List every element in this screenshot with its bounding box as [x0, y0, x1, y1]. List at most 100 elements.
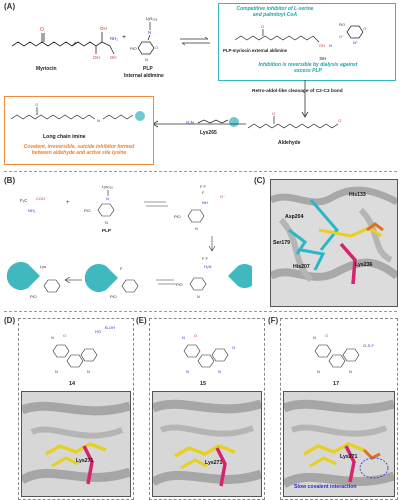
myriocin-structure: O OH OH NH₂ OH	[11, 26, 118, 60]
svg-text:NH₂: NH₂	[28, 208, 36, 213]
panel-d-box: N O HO B-OH N N 14 Lys271	[18, 318, 134, 500]
svg-text:O-S-F: O-S-F	[363, 343, 374, 348]
aldehyde-label: Aldehyde	[278, 140, 301, 146]
res-ser179: Ser179	[273, 240, 291, 246]
plus-sign: +	[122, 34, 127, 41]
svg-text:COO⁻: COO⁻	[36, 196, 47, 201]
svg-text:PiO: PiO	[30, 294, 37, 299]
retro-aldol-label: Retro-aldol-like cleavage of C2-C3 bond	[252, 89, 343, 94]
panel-c-render	[271, 180, 397, 306]
svg-text:N: N	[106, 196, 109, 201]
svg-text:Lys₂₆₅: Lys₂₆₅	[146, 16, 158, 21]
svg-text:O: O	[194, 333, 197, 338]
svg-text:N: N	[195, 226, 198, 231]
svg-text:OH: OH	[110, 55, 116, 60]
panel-b-label: (B)	[4, 176, 16, 185]
res-his207: His207	[293, 264, 310, 270]
svg-text:PiO: PiO	[130, 46, 137, 51]
svg-text:PiO: PiO	[339, 23, 345, 27]
svg-text:H₂N: H₂N	[186, 120, 194, 125]
compound-17-structure: N O O-S-F N N	[313, 333, 374, 374]
svg-text:PiO: PiO	[84, 208, 91, 213]
svg-text:Lys: Lys	[40, 264, 46, 269]
svg-text:H₂N: H₂N	[204, 264, 211, 269]
long-chain-imine-structure: O N	[10, 102, 145, 123]
compound-15-label: 15	[200, 381, 207, 387]
svg-text:N: N	[329, 43, 332, 48]
svg-text:PLP: PLP	[102, 228, 111, 233]
plp-internal-aldimine-structure: Lys₂₆₅ N PiO O N	[130, 16, 158, 62]
panel-f-label: (F)	[268, 316, 279, 325]
separator-a	[4, 171, 397, 172]
lys265-nh2-label: Lys265	[200, 130, 217, 136]
panel-f-structure: Lys271 Slow covalent interaction	[283, 391, 395, 497]
svg-text:O: O	[155, 45, 158, 50]
svg-text:O⁻: O⁻	[220, 194, 225, 199]
svg-text:O: O	[261, 24, 264, 29]
imine-formation-arrow	[152, 120, 246, 128]
svg-text:F: F	[120, 266, 123, 271]
panel-c-structure: His133 Asp204 Ser179 His207 Lys236	[270, 179, 398, 307]
svg-text:O: O	[232, 345, 235, 350]
svg-text:N⁺: N⁺	[353, 40, 358, 45]
competitive-inhibitor-box: Competitive inhibitor of L-serine and pa…	[218, 3, 396, 81]
svg-text:N: N	[182, 335, 185, 340]
svg-text:N: N	[218, 369, 221, 374]
svg-text:+: +	[66, 200, 70, 206]
svg-text:OH: OH	[93, 55, 100, 60]
svg-text:N: N	[148, 30, 151, 35]
svg-text:NH: NH	[202, 200, 208, 205]
teal-box-line3: Inhibition is reversible by dialysis aga…	[258, 62, 358, 68]
svg-text:F: F	[202, 190, 205, 195]
svg-text:N: N	[55, 369, 58, 374]
svg-text:N: N	[51, 335, 54, 340]
lys265-nh2-structure: H₂N	[186, 117, 239, 127]
svg-text:O: O	[338, 118, 341, 123]
svg-text:O: O	[35, 102, 38, 107]
svg-text:O⁻: O⁻	[339, 34, 344, 39]
external-aldimine-structure: O OH N O⁻ O N⁺ PiO	[234, 23, 366, 48]
svg-text:PiO: PiO	[176, 282, 183, 287]
panel-d-structure: Lys271	[21, 391, 131, 497]
myriocin-label: Myriocin	[36, 66, 57, 72]
panel-b-scheme: F₃C COO⁻ NH₂ + Lys₂₆₅ N PiO N PLP F F F …	[6, 184, 252, 299]
slow-covalent-note: Slow covalent interaction	[294, 484, 357, 490]
long-chain-imine-box: O N Long chain imine Covalent, irreversi…	[4, 96, 154, 165]
internal-aldimine-label: Internal aldimine	[124, 73, 164, 79]
compound-14-label: 14	[69, 381, 76, 387]
equilibrium-arrow	[180, 36, 210, 46]
panel-f-lys: Lys271	[340, 454, 358, 460]
separator-b	[4, 311, 397, 312]
svg-text:Lys₂₆₅: Lys₂₆₅	[102, 184, 113, 189]
panel-d-label: (D)	[4, 316, 16, 325]
aldehyde-structure: O O	[247, 111, 341, 129]
panel-f-box: N O O-S-F N N 17 Lys271 Slow covalent in…	[280, 318, 398, 500]
svg-text:N: N	[145, 57, 148, 62]
panel-c-label: (C)	[254, 176, 266, 185]
svg-text:N: N	[87, 369, 90, 374]
svg-text:N: N	[105, 220, 108, 225]
orange-box-line2: between aldehyde and active site lysine	[31, 150, 127, 156]
svg-text:N: N	[317, 369, 320, 374]
panel-d-render	[22, 392, 130, 496]
panel-e-render	[153, 392, 261, 496]
svg-text:F F: F F	[200, 184, 207, 189]
svg-text:PiO: PiO	[110, 294, 117, 299]
panel-e-structure: Lys271	[152, 391, 262, 497]
panel-a-label: (A)	[4, 2, 16, 11]
compound-17-label: 17	[333, 381, 340, 387]
svg-text:N: N	[97, 118, 100, 123]
svg-text:N: N	[349, 369, 352, 374]
svg-text:OH: OH	[100, 26, 107, 31]
res-lys236: Lys236	[355, 262, 373, 268]
svg-text:HO: HO	[95, 329, 101, 334]
svg-text:N: N	[313, 335, 316, 340]
svg-text:O: O	[40, 27, 44, 33]
svg-text:F F: F F	[202, 256, 209, 261]
retro-aldol-arrow	[301, 80, 309, 118]
svg-text:N: N	[197, 294, 200, 299]
panel-e-lys: Lys271	[205, 460, 223, 466]
svg-text:O: O	[63, 333, 66, 338]
svg-text:B-OH: B-OH	[105, 325, 115, 330]
svg-text:PiO: PiO	[174, 214, 181, 219]
